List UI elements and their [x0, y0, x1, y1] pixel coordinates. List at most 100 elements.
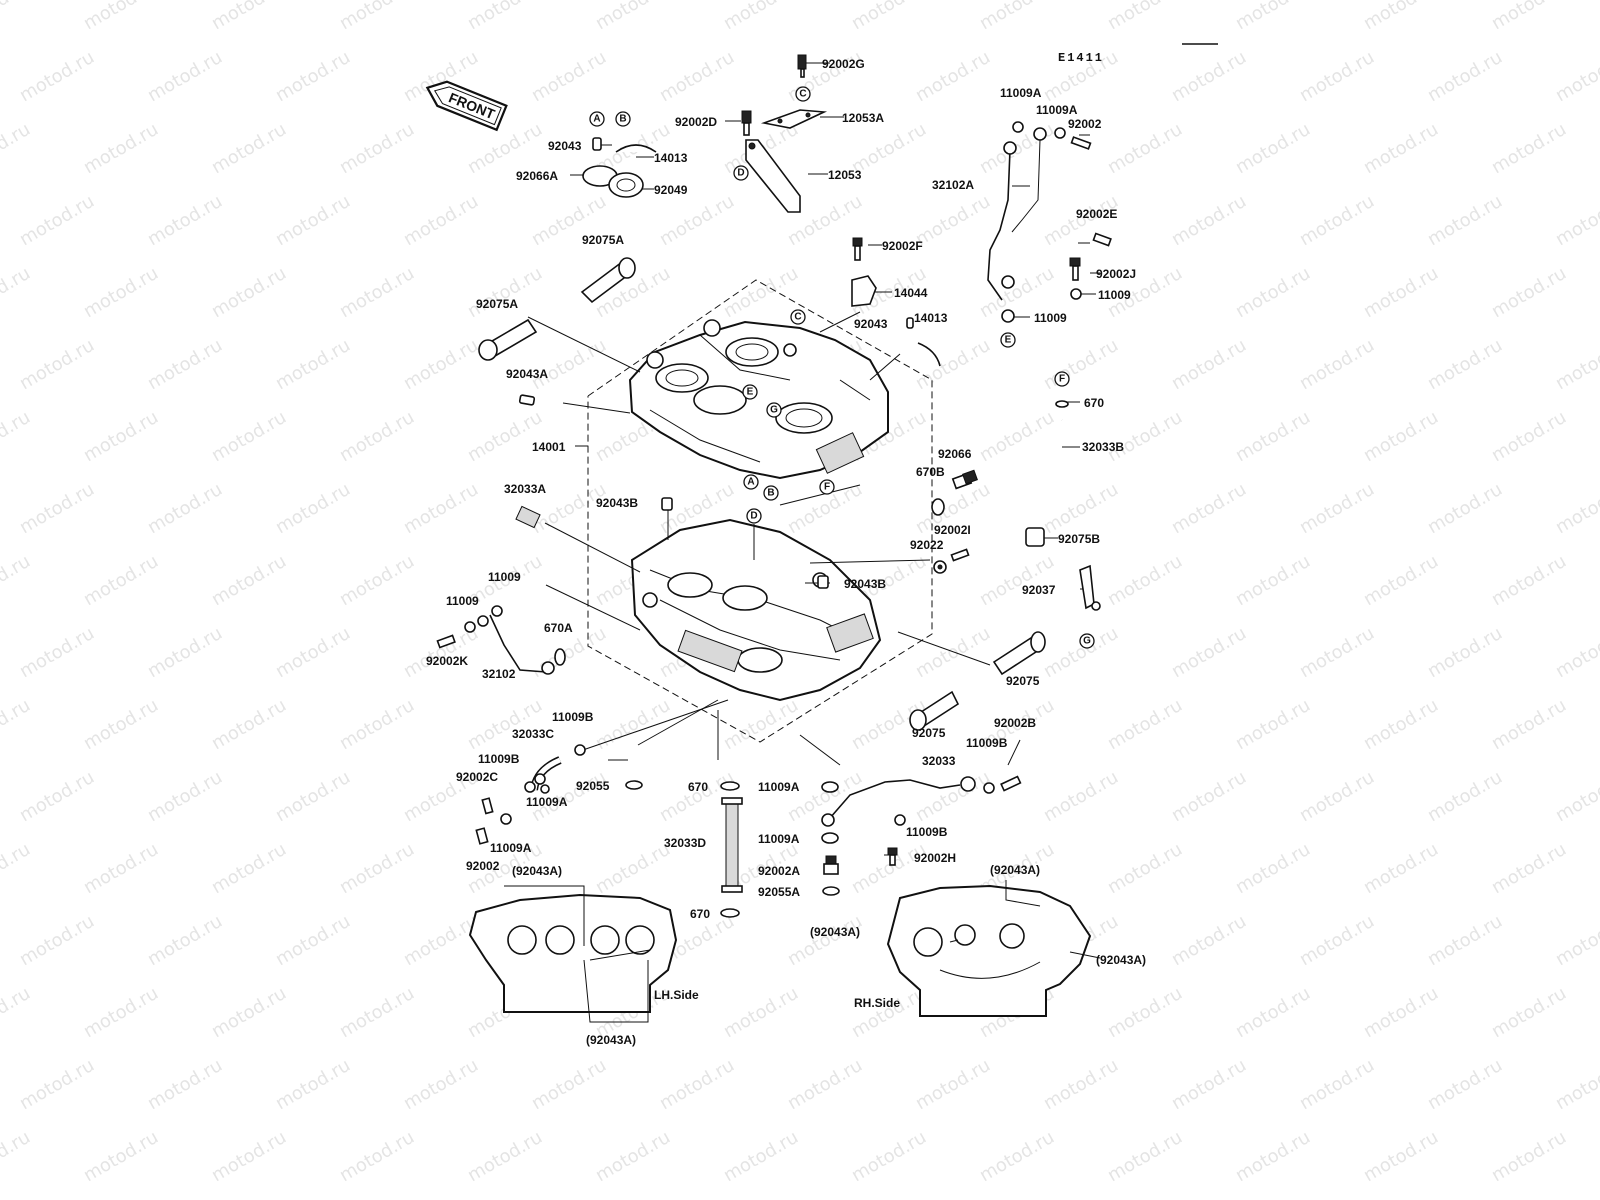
- label-670-c2: 670: [690, 907, 710, 921]
- oring-icon-670-c1: [720, 781, 740, 791]
- callout-C-case: C: [790, 309, 806, 325]
- label-670B: 670B: [916, 465, 945, 479]
- seal-icon-92049: [608, 172, 644, 198]
- label-32033B: 32033B: [1082, 440, 1124, 454]
- label-92066A: 92066A: [516, 169, 558, 183]
- label-32033C: 32033C: [512, 727, 554, 741]
- label-92075-r: 92075: [1006, 674, 1040, 688]
- label-11009A-c2: 11009A: [758, 832, 800, 846]
- washer-icons-11009B-r: [894, 782, 995, 826]
- pipe-icon-32102: [489, 614, 555, 675]
- pipe-icon-32033D: [721, 797, 743, 893]
- svg-text:B: B: [767, 488, 774, 499]
- label-14013-b: 14013: [914, 311, 948, 325]
- label-92002C: 92002C: [456, 770, 498, 784]
- label-670-r: 670: [1084, 396, 1104, 410]
- label-92002-l: 92002: [466, 859, 500, 873]
- lower-crankcase: [630, 518, 882, 702]
- label-92043: 92043: [548, 139, 582, 153]
- label-32033A: 32033A: [504, 482, 546, 496]
- label-92043B-side: 92043B: [844, 577, 886, 591]
- label-92075B: 92075B: [1058, 532, 1100, 546]
- spring-icon-32033A: [515, 505, 541, 529]
- label-11009-r: 11009: [1098, 288, 1131, 302]
- callout-B-case: B: [763, 485, 779, 501]
- bolt-icon-92002I: [950, 548, 970, 562]
- label-92002B: 92002B: [994, 716, 1036, 730]
- label-92002E: 92002E: [1076, 207, 1117, 221]
- callout-G-right: G: [1079, 633, 1095, 649]
- label-32033D: 32033D: [664, 836, 706, 850]
- label-92066: 92066: [938, 447, 972, 461]
- oring-icon-92055: [625, 780, 643, 790]
- washer-icons-11009-l: [464, 605, 503, 633]
- bolt-icon-92002H: [887, 847, 898, 866]
- oring-icon-92055A: [822, 886, 840, 896]
- label-92043-b: 92043: [854, 317, 888, 331]
- label-11009A-2: 11009A: [1036, 103, 1078, 117]
- label-14044: 14044: [894, 286, 928, 300]
- svg-text:D: D: [750, 511, 757, 522]
- label-11009B-r2: 11009B: [906, 825, 948, 839]
- label-92002: 92002: [1068, 117, 1102, 131]
- svg-text:B: B: [619, 114, 626, 125]
- washer-icons-11009B-l: [524, 744, 586, 793]
- label-11009-l2: 11009: [446, 594, 479, 608]
- stud-icon-92075A-top: [580, 257, 636, 304]
- stud-icon-92075-r: [992, 631, 1046, 676]
- cap-icon-92075B: [1025, 527, 1045, 547]
- oring-icon-670A: [554, 648, 566, 666]
- svg-text:C: C: [794, 312, 801, 323]
- svg-text:D: D: [737, 168, 744, 179]
- label-92043A-lh-top: (92043A): [512, 864, 562, 878]
- svg-text:E: E: [1005, 335, 1012, 346]
- label-92043A: 92043A: [506, 367, 548, 381]
- label-11009B-l: 11009B: [552, 710, 594, 724]
- label-92002A: 92002A: [758, 864, 800, 878]
- svg-text:E: E: [747, 387, 754, 398]
- dowel-icon-92043: [592, 137, 602, 151]
- crankcase-assembly-outline: [587, 279, 933, 743]
- label-14013: 14013: [654, 151, 688, 165]
- stud-icon-92075A-mid: [478, 318, 538, 361]
- half-ring-icon-14013-b: [917, 342, 941, 367]
- label-11009A-l2: 11009A: [490, 841, 532, 855]
- bolt-icon-92002E: [1092, 232, 1112, 247]
- label-12053: 12053: [828, 168, 862, 182]
- upper-crankcase: [628, 319, 889, 480]
- label-92022: 92022: [910, 538, 944, 552]
- oring-icon-670-c2: [720, 908, 740, 918]
- label-92043A-lh-bot: (92043A): [586, 1033, 636, 1047]
- svg-text:G: G: [1083, 636, 1091, 647]
- bolt-icon-92002D: [741, 110, 752, 136]
- label-92002K: 92002K: [426, 654, 468, 668]
- dowel-icon-92043B-side: [817, 575, 829, 589]
- callout-C-top: C: [795, 86, 811, 102]
- label-92043A-rh-left: (92043A): [810, 925, 860, 939]
- pipe-icon-32033: [821, 776, 976, 827]
- lh-side-caption: LH.Side: [654, 988, 699, 1002]
- label-92037: 92037: [1022, 583, 1056, 597]
- label-92043A-rh-right: (92043A): [1096, 953, 1146, 967]
- rh-side-view: [886, 880, 1101, 1017]
- label-92075A-top: 92075A: [582, 233, 624, 247]
- callout-E-case: E: [742, 384, 758, 400]
- label-92075-c: 92075: [912, 726, 946, 740]
- svg-text:F: F: [1059, 374, 1065, 385]
- label-92055A: 92055A: [758, 885, 800, 899]
- callout-F-case: F: [819, 479, 835, 495]
- bolt-icon-92002C: [481, 797, 494, 815]
- washer-icons-11009-r: [1001, 275, 1082, 323]
- lh-side-view: [468, 885, 678, 1023]
- svg-text:F: F: [824, 482, 830, 493]
- callout-E-right: E: [1000, 332, 1016, 348]
- plug-icon-92066: [951, 469, 978, 490]
- bolt-icon-92002B: [1000, 775, 1022, 792]
- svg-text:C: C: [799, 89, 806, 100]
- washer-icons-11009A: [1012, 121, 1066, 139]
- label-14001: 14001: [532, 440, 566, 454]
- callout-A-top: A: [589, 111, 605, 127]
- oring-icon-670-r: [1055, 400, 1069, 408]
- bolt-icon-92002J: [1069, 257, 1081, 281]
